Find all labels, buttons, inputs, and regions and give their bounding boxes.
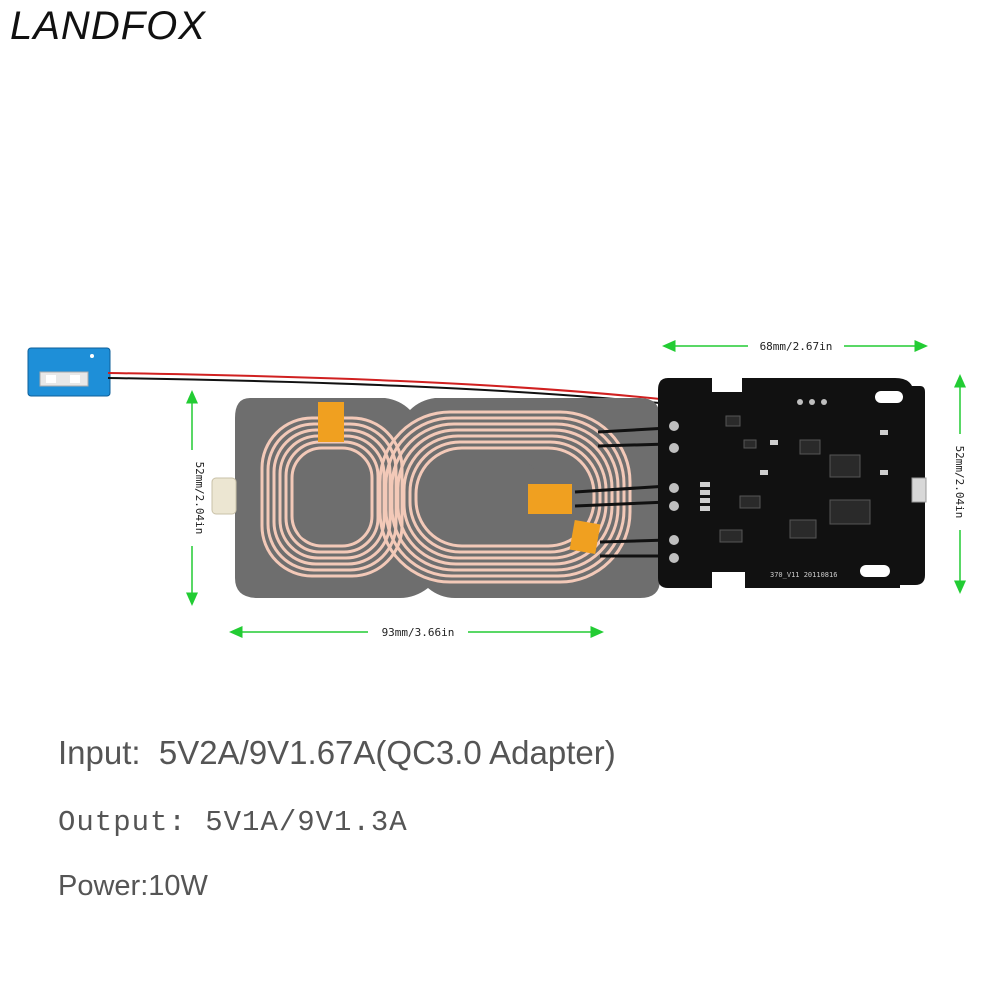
pcb-board: 370_V11 20110816: [658, 378, 927, 588]
spec-output-value: 5V1A/9V1.3A: [205, 806, 408, 839]
brand-logo: LANDFOX: [10, 4, 206, 48]
dimension-coil-width: 93mm/3.66in: [229, 624, 604, 640]
coil-height-label: 52mm/2.04in: [193, 462, 206, 535]
spec-output: Output: 5V1A/9V1.3A: [58, 806, 408, 839]
dimension-coil-height: 52mm/2.04in: [184, 390, 206, 606]
led-wire: [107, 372, 671, 405]
spec-input-value: 5V2A/9V1.67A(QC3.0 Adapter): [158, 734, 616, 771]
led-indicator-board: [27, 347, 111, 397]
spec-output-label: Output:: [58, 806, 187, 839]
spec-input-label: Input:: [58, 734, 141, 771]
coil-assembly: [211, 398, 669, 598]
spec-power: Power:10W: [58, 870, 208, 903]
dimension-pcb-height: 52mm/2.04in: [952, 374, 968, 594]
spec-power-value: 10W: [148, 870, 208, 902]
pcb-height-label: 52mm/2.04in: [953, 446, 966, 519]
pcb-width-label: 68mm/2.67in: [760, 340, 833, 353]
spec-input: Input: 5V2A/9V1.67A(QC3.0 Adapter): [58, 734, 616, 772]
coil-width-label: 93mm/3.66in: [382, 626, 455, 639]
spec-power-label: Power:: [58, 870, 149, 902]
dimension-pcb-width: 68mm/2.67in: [662, 338, 928, 354]
pcb-silkscreen: 370_V11 20110816: [770, 571, 837, 579]
